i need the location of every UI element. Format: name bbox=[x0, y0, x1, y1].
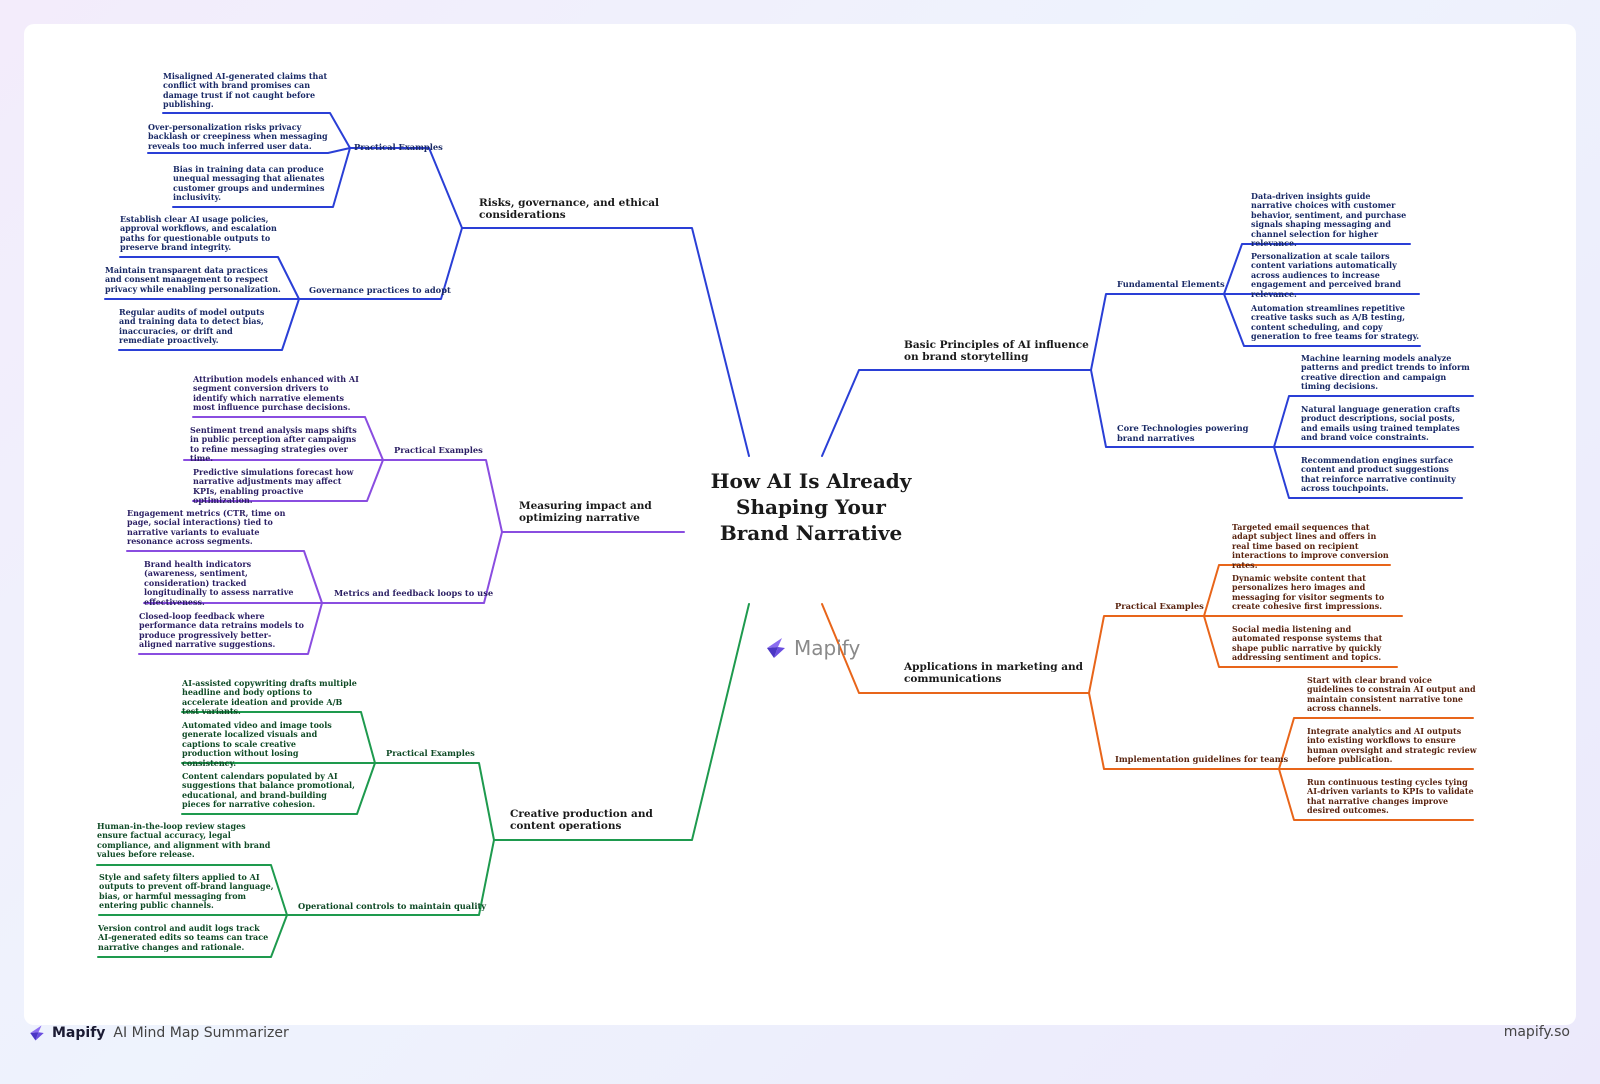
connector-line-purple bbox=[192, 459, 384, 502]
creative-controls-leaf-1: Human-in-the-loop review stages ensure f… bbox=[97, 821, 271, 860]
branch-applications[interactable]: Applications in marketing and communicat… bbox=[904, 661, 1083, 685]
mapify-logo-icon bbox=[30, 1025, 44, 1041]
risks-governance-leaf-2: Maintain transparent data practices and … bbox=[105, 265, 281, 294]
risks-practical-label[interactable]: Practical Examples bbox=[354, 142, 443, 152]
principles-fundamental-leaf-3: Automation streamlines repetitive creati… bbox=[1251, 303, 1420, 342]
applications-implementation-leaf-2: Integrate analytics and AI outputs into … bbox=[1307, 726, 1477, 765]
applications-implementation-leaf-1: Start with clear brand voice guidelines … bbox=[1307, 675, 1476, 714]
applications-practical-leaf-3: Social media listening and automated res… bbox=[1232, 624, 1383, 663]
measuring-practical-label[interactable]: Practical Examples bbox=[394, 445, 483, 455]
connector-line-blue bbox=[162, 112, 750, 457]
connector-line-green bbox=[97, 914, 288, 958]
connector-line-green bbox=[181, 603, 750, 841]
measuring-metrics-label[interactable]: Metrics and feedback loops to use bbox=[334, 588, 494, 598]
creative-practical-label[interactable]: Practical Examples bbox=[386, 748, 475, 758]
risks-governance-leaf-1: Establish clear AI usage policies, appro… bbox=[120, 214, 277, 253]
connector-lines bbox=[96, 112, 1474, 958]
connector-line-purple bbox=[192, 416, 685, 533]
footer-tagline: AI Mind Map Summarizer bbox=[113, 1025, 289, 1041]
measuring-practical-leaf-1: Attribution models enhanced with AI segm… bbox=[193, 374, 359, 413]
branch-principles[interactable]: Basic Principles of AI influence on bran… bbox=[904, 339, 1089, 363]
connector-line-orange bbox=[1278, 768, 1474, 821]
risks-practical-leaf-2: Over-personalization risks privacy backl… bbox=[148, 122, 328, 151]
connector-line-orange bbox=[821, 564, 1391, 694]
connector-line-blue bbox=[118, 298, 300, 351]
applications-practical-leaf-2: Dynamic website content that personalize… bbox=[1232, 573, 1385, 612]
creative-controls-leaf-2: Style and safety filters applied to AI o… bbox=[99, 872, 274, 911]
footer-url-link[interactable]: mapify.so bbox=[1503, 1024, 1570, 1040]
creative-practical-leaf-3: Content calendars populated by AI sugges… bbox=[182, 771, 355, 810]
principles-fundamental-leaf-2: Personalization at scale tailors content… bbox=[1251, 251, 1402, 299]
footer-brand[interactable]: Mapify AI Mind Map Summarizer bbox=[28, 1024, 289, 1042]
mind-map-canvas: How AI Is Already Shaping Your Brand Nar… bbox=[24, 24, 1576, 1025]
branch-creative[interactable]: Creative production and content operatio… bbox=[510, 808, 653, 832]
risks-practical-leaf-1: Misaligned AI-generated claims that conf… bbox=[163, 71, 328, 110]
root-logo: Mapify bbox=[764, 636, 860, 660]
risks-governance-label[interactable]: Governance practices to adopt bbox=[309, 285, 451, 295]
mapify-logo-text: Mapify bbox=[794, 636, 861, 660]
risks-practical-leaf-3: Bias in training data can produce unequa… bbox=[173, 164, 325, 203]
creative-practical-leaf-2: Automated video and image tools generate… bbox=[182, 720, 332, 768]
connector-line-green bbox=[181, 762, 376, 815]
measuring-metrics-leaf-3: Closed-loop feedback where performance d… bbox=[139, 611, 304, 650]
principles-core-label[interactable]: Core Technologies powering brand narrati… bbox=[1117, 423, 1249, 443]
connector-line-purple bbox=[138, 602, 323, 655]
applications-implementation-label[interactable]: Implementation guidelines for teams bbox=[1115, 754, 1289, 764]
connector-line-blue bbox=[1223, 293, 1421, 347]
footer-brand-name: Mapify bbox=[52, 1025, 106, 1041]
branch-risks[interactable]: Risks, governance, and ethical considera… bbox=[479, 197, 660, 221]
principles-fundamental-label[interactable]: Fundamental Elements bbox=[1117, 279, 1225, 289]
risks-governance-leaf-3: Regular audits of model outputs and trai… bbox=[119, 307, 265, 346]
creative-controls-leaf-3: Version control and audit logs track AI-… bbox=[98, 923, 269, 952]
measuring-practical-leaf-3: Predictive simulations forecast how narr… bbox=[193, 467, 354, 506]
connector-line-blue bbox=[821, 243, 1411, 457]
creative-practical-leaf-1: AI-assisted copywriting drafts multiple … bbox=[182, 678, 357, 717]
root-title[interactable]: How AI Is Already Shaping Your Brand Nar… bbox=[710, 469, 912, 545]
applications-implementation-leaf-3: Run continuous testing cycles tying AI-d… bbox=[1307, 777, 1474, 816]
creative-controls-label[interactable]: Operational controls to maintain quality bbox=[298, 901, 487, 911]
principles-core-leaf-3: Recommendation engines surface content a… bbox=[1301, 455, 1456, 494]
connector-line-orange bbox=[1203, 615, 1398, 668]
applications-practical-leaf-1: Targeted email sequences that adapt subj… bbox=[1232, 522, 1389, 570]
mapify-logo-icon bbox=[767, 638, 785, 658]
connector-line-blue bbox=[172, 147, 351, 208]
measuring-metrics-leaf-1: Engagement metrics (CTR, time on page, s… bbox=[127, 508, 286, 547]
principles-core-leaf-1: Machine learning models analyze patterns… bbox=[1301, 353, 1470, 392]
measuring-metrics-leaf-2: Brand health indicators (awareness, sent… bbox=[144, 559, 294, 607]
measuring-practical-leaf-2: Sentiment trend analysis maps shifts in … bbox=[190, 425, 357, 464]
applications-practical-label[interactable]: Practical Examples bbox=[1115, 601, 1204, 611]
principles-fundamental-leaf-1: Data-driven insights guide narrative cho… bbox=[1251, 191, 1407, 249]
branch-measuring[interactable]: Measuring impact and optimizing narrativ… bbox=[519, 500, 652, 524]
connector-line-blue bbox=[147, 147, 351, 154]
connector-line-blue bbox=[1273, 446, 1463, 499]
principles-core-leaf-2: Natural language generation crafts produ… bbox=[1301, 404, 1460, 443]
